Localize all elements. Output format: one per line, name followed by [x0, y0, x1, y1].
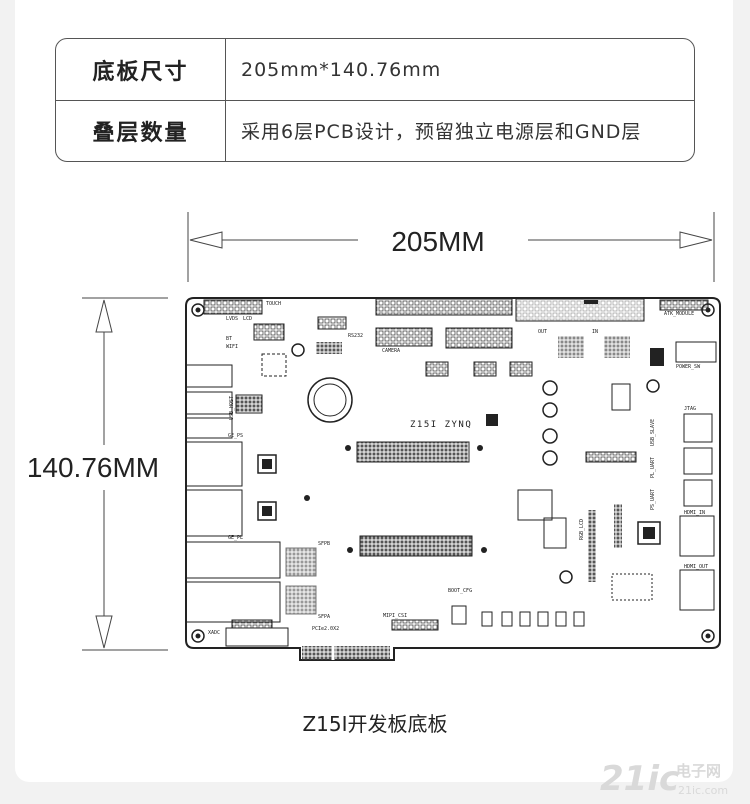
- watermark-logo: 21ic 电子网 21ic.com: [600, 759, 728, 799]
- label-wifi: WIFI: [226, 344, 238, 350]
- spec-row-size: 底板尺寸 205mm*140.76mm: [56, 39, 694, 101]
- label-in: IN: [592, 329, 598, 335]
- height-label: 140.76MM: [27, 452, 159, 483]
- label-bt: BT: [226, 336, 232, 342]
- label-ps-uart: PS_UART: [650, 489, 656, 510]
- label-hdmi-out: HDMI_OUT: [684, 564, 708, 570]
- label-sfpb: SFPB: [318, 541, 330, 547]
- label-sfpa: SFPA: [318, 614, 330, 620]
- label-touch: TOUCH: [266, 301, 281, 307]
- pcb-board: [185, 297, 721, 661]
- label-power-sw: POWER_SW: [676, 364, 701, 370]
- label-mipi-csi: MIPI_CSI: [383, 613, 407, 619]
- spec-value-layers: 采用6层PCB设计，预留独立电源层和GND层: [241, 121, 642, 143]
- label-lvds: LVDS: [226, 316, 238, 322]
- watermark-brand: 21ic: [600, 759, 679, 799]
- label-camera: CAMERA: [382, 348, 400, 354]
- label-usb-slave: USB_SLAVE: [650, 419, 656, 446]
- label-rs232: RS232: [348, 333, 363, 339]
- spec-label-layers: 叠层数量: [56, 100, 226, 161]
- label-ge-pl: GE_PL: [228, 535, 243, 541]
- label-ge-ps: GE_PS: [228, 433, 243, 439]
- label-usb-host: USB_HOST: [229, 396, 235, 420]
- label-lcd: LCD: [243, 316, 252, 322]
- width-dimension: [187, 212, 715, 282]
- watermark-text1: 电子网: [676, 762, 721, 780]
- spec-value-size: 205mm*140.76mm: [241, 58, 442, 81]
- label-rgb-lcd: RGB_LCD: [579, 519, 585, 540]
- label-pl-uart: PL_UART: [650, 457, 656, 478]
- watermark-text2: 21ic.com: [678, 784, 728, 797]
- label-xadc: XADC: [208, 630, 220, 636]
- label-atk-module: ATK_MODULE: [664, 311, 694, 317]
- label-pcie: PCIe2.0X2: [312, 626, 339, 632]
- diagram-caption: Z15I开发板底板: [302, 712, 448, 736]
- width-label: 205MM: [391, 226, 484, 257]
- spec-label-size: 底板尺寸: [56, 39, 226, 100]
- label-out: OUT: [538, 329, 547, 335]
- label-boot-cfg: BOOT_CFG: [448, 588, 472, 594]
- spec-table: 底板尺寸 205mm*140.76mm 叠层数量 采用6层PCB设计，预留独立电…: [55, 38, 695, 162]
- spec-row-layers: 叠层数量 采用6层PCB设计，预留独立电源层和GND层: [56, 100, 694, 161]
- height-dimension: [82, 297, 168, 651]
- label-jtag: JTAG: [684, 406, 696, 412]
- label-board-title: Z15I ZYNQ: [410, 420, 472, 430]
- label-hdmi-in: HDMI_IN: [684, 510, 705, 516]
- board-silkscreen: TOUCH LVDS LCD BT WIFI RS232 CAMERA GE_P…: [208, 301, 708, 636]
